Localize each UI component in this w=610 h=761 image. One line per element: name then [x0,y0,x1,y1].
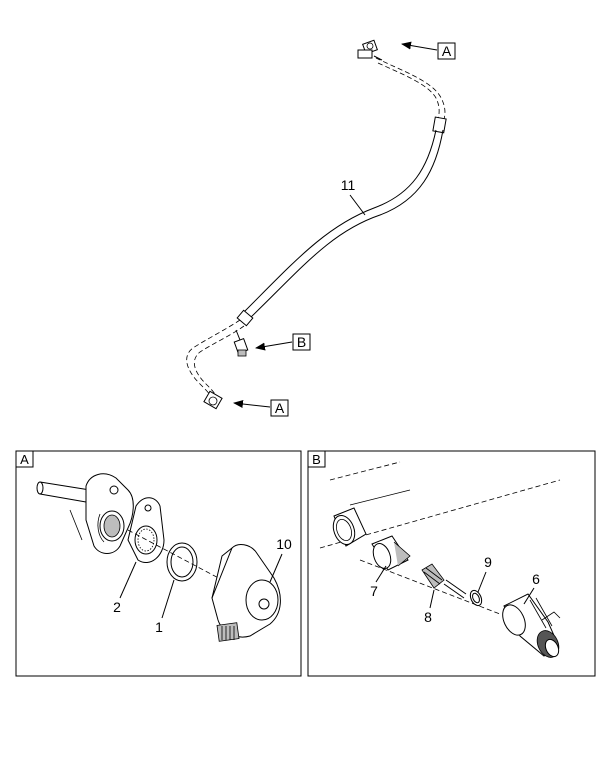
part-10-label: 10 [276,536,292,552]
part-9-label: 9 [484,554,492,570]
callout-b: B [255,333,311,351]
detail-panel-a: A 2 1 [15,450,302,677]
part-11-label: 11 [341,177,356,193]
callout-a-top-label: A [442,43,452,59]
callout-a-bottom-label: A [275,400,285,416]
callout-a-top: A [401,41,456,60]
part-7-label: 7 [370,583,378,599]
part-6-label: 6 [532,571,540,587]
detail-panel-b: B 7 8 [307,450,596,677]
part-6: 6 [523,571,540,605]
part-7: 7 [370,565,387,599]
part-2-label: 2 [113,599,121,615]
part-11: 11 [341,177,366,216]
part-8-label: 8 [424,609,432,625]
part-8: 8 [424,589,435,625]
part-2: 2 [113,561,137,615]
callout-b-label: B [297,334,306,350]
panel-b-label: B [312,452,321,467]
part-9: 9 [477,554,492,593]
part-1-label: 1 [155,619,163,635]
part-1: 1 [155,579,175,635]
callout-a-bottom: A [233,399,289,417]
panel-a-label: A [20,452,29,467]
top-fitting [357,39,383,61]
part-10: 10 [269,536,292,583]
hose-assembly [186,39,447,410]
